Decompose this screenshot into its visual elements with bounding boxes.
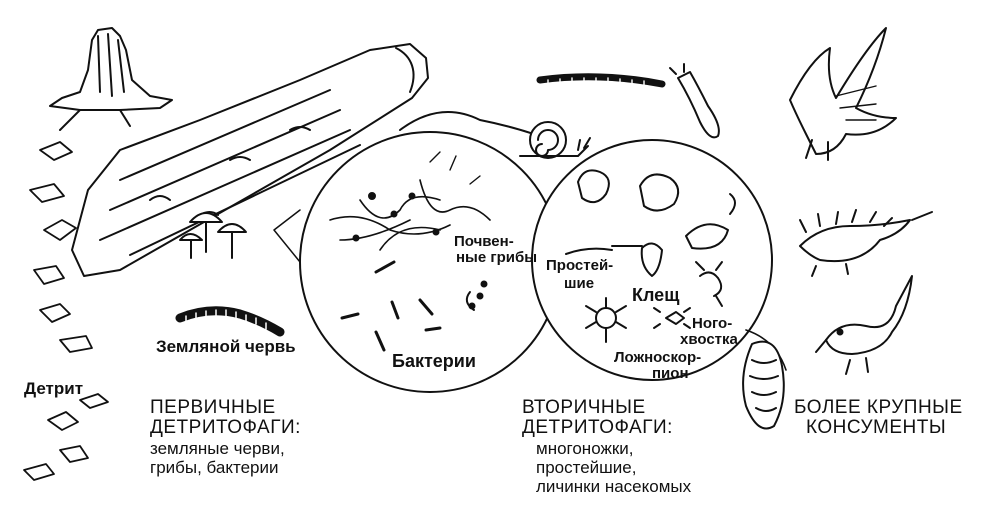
soil-fungi-label-line2: ные грибы bbox=[456, 249, 538, 266]
hawk-icon bbox=[789, 27, 897, 161]
secondary-members-line2: простейшие, bbox=[536, 458, 637, 477]
slug-icon bbox=[669, 63, 720, 139]
springtail-label-line1: Ного- bbox=[692, 315, 733, 332]
insect-pupa-icon bbox=[742, 340, 785, 430]
protozoa-label-line2: шие bbox=[564, 275, 595, 292]
magnifier-circle-microfauna bbox=[531, 139, 787, 381]
shrew-icon bbox=[799, 209, 933, 277]
larger-title-line2: КОНСУМЕНТЫ bbox=[806, 417, 947, 438]
snail-icon bbox=[399, 111, 591, 159]
detritus-label: Детрит bbox=[24, 379, 84, 398]
primary-title-line2: ДЕТРИТОФАГИ: bbox=[150, 417, 301, 438]
protozoa-label-line1: Простей- bbox=[546, 257, 614, 274]
secondary-members-line3: личинки насекомых bbox=[536, 477, 692, 496]
secondary-title-line2: ДЕТРИТОФАГИ: bbox=[522, 417, 673, 438]
earthworm-icon bbox=[175, 306, 285, 337]
springtail-label-line2: хвостка bbox=[680, 331, 738, 348]
larger-title-line1: БОЛЕЕ КРУПНЫЕ bbox=[794, 397, 963, 418]
fallen-log-icon bbox=[71, 43, 429, 277]
secondary-members-line1: многоножки, bbox=[536, 439, 634, 458]
mushrooms-icon bbox=[179, 212, 247, 259]
secondary-title-line1: ВТОРИЧНЫЕ bbox=[522, 397, 646, 418]
leaf-litter-icon bbox=[23, 141, 109, 481]
pseudoscorpion-label-line2: пион bbox=[652, 365, 689, 382]
primary-members-line1: земляные черви, bbox=[150, 439, 285, 458]
primary-members-line2: грибы, бактерии bbox=[150, 458, 279, 477]
millipede-icon bbox=[536, 73, 666, 88]
earthworm-label: Земляной червь bbox=[156, 337, 296, 356]
magnifier-circle-bacteria bbox=[273, 131, 561, 393]
bacteria-label: Бактерии bbox=[392, 351, 476, 371]
soil-fungi-label-line1: Почвен- bbox=[454, 233, 514, 250]
tree-stump-icon bbox=[49, 27, 173, 131]
songbird-icon bbox=[815, 275, 913, 375]
mite-label: Клещ bbox=[632, 285, 680, 305]
primary-title-line1: ПЕРВИЧНЫЕ bbox=[150, 397, 276, 418]
pseudoscorpion-label-line1: Ложноскор- bbox=[614, 349, 702, 366]
